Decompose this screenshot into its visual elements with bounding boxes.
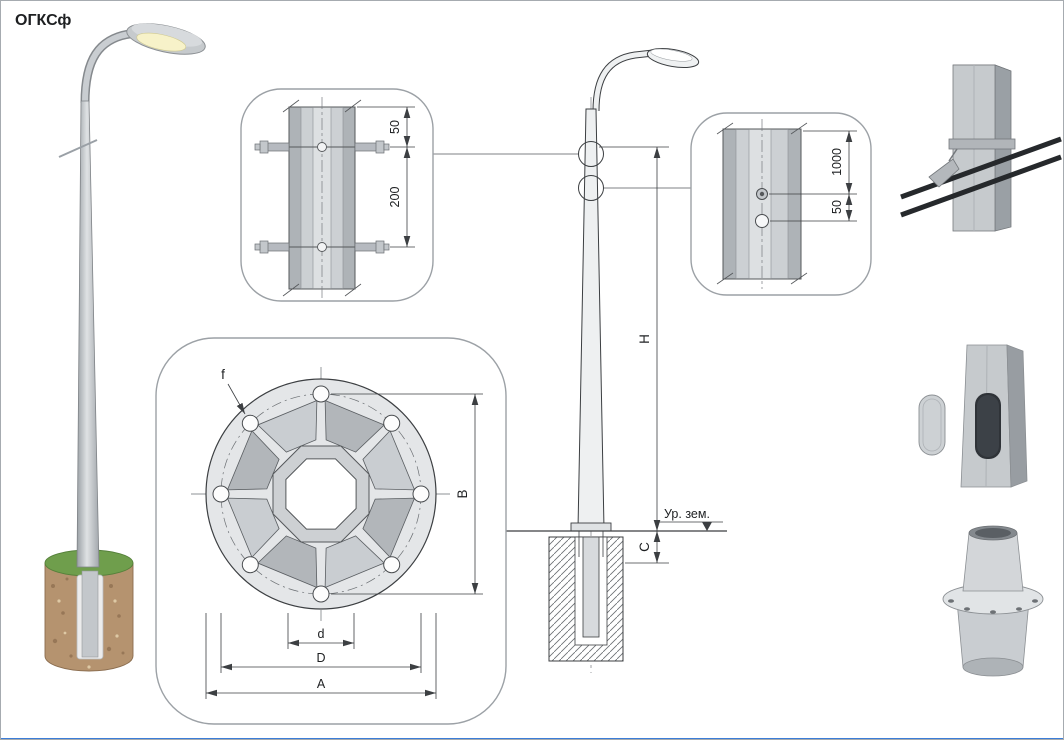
dim-f: f: [221, 367, 225, 382]
concrete-speckles-light: [57, 599, 119, 669]
clamp-wire: [948, 148, 958, 162]
pole-shaft-3d: [76, 100, 100, 568]
dim-B-lines: [331, 393, 483, 595]
dim-C-lines: [625, 531, 669, 564]
clamp-band: [948, 138, 1016, 150]
dim-lines: [357, 106, 415, 248]
dim-50-right: 50: [830, 200, 844, 214]
pole-octagon-hole: [285, 458, 357, 530]
pole-shaft-elevation: [577, 108, 605, 530]
lamp-head-3d: [126, 23, 206, 55]
base-flange: [570, 522, 612, 532]
dim-50-top: 50: [388, 120, 402, 134]
detail-callout-circle-1: [578, 141, 604, 167]
concrete-speckles: [51, 577, 125, 658]
door-cover: [918, 394, 946, 456]
detail-panel-cable-entry: 1000 50: [690, 112, 872, 296]
pole-break-mark: [58, 139, 98, 158]
ground-level-label: Ур. зем.: [664, 507, 710, 521]
pole-top-hardware-render: [900, 64, 1062, 232]
dim-B: B: [455, 489, 470, 498]
dim-H-lines: [599, 146, 669, 531]
wedge-clamp: [928, 158, 960, 188]
shell-tube: [962, 532, 1024, 592]
embedded-pole: [582, 536, 600, 638]
elevation-view: Ур. зем. H C: [503, 47, 727, 673]
detail-callout-circle-2: [578, 175, 604, 201]
dim-lines: [769, 130, 857, 222]
flange-holes: [212, 385, 430, 603]
detail-panel-flange: f B d D A: [155, 337, 507, 725]
cable-hole: [755, 214, 769, 228]
dim-H: H: [637, 334, 652, 344]
cable-rod-2: [900, 154, 1062, 218]
dim-A: A: [317, 677, 326, 691]
break-marks: [282, 99, 362, 297]
page-title: ОГКСф: [15, 12, 71, 29]
pole-3d-render: [44, 23, 206, 672]
lamp-arm-3d: [80, 27, 144, 104]
dim-1000: 1000: [830, 148, 844, 176]
dim-200: 200: [388, 187, 402, 208]
base-shell-render: [942, 525, 1044, 677]
access-door-render: [918, 344, 1028, 488]
detail-panel-pole-joint: 50 200: [240, 88, 434, 302]
dim-A-lines: [205, 613, 437, 699]
dim-C: C: [637, 542, 652, 552]
lamp-arm-elevation: [592, 49, 654, 112]
dim-d-lines: [287, 613, 355, 649]
foundation-3d: [44, 549, 134, 672]
foundation-elevation: [548, 531, 624, 662]
bolt-row: [254, 240, 390, 254]
bolt-row: [254, 140, 390, 154]
break-marks: [716, 122, 808, 285]
dim-D: D: [316, 651, 325, 665]
dim-D-lines: [220, 613, 422, 673]
embedded-pole-3d: [81, 570, 99, 658]
lamp-head-elevation: [646, 47, 700, 69]
cable-rod-1: [900, 136, 1062, 200]
dim-d: d: [318, 627, 325, 641]
bottom-border: [1, 738, 1063, 739]
level-mark: [702, 522, 712, 531]
f-leader: [227, 383, 246, 415]
